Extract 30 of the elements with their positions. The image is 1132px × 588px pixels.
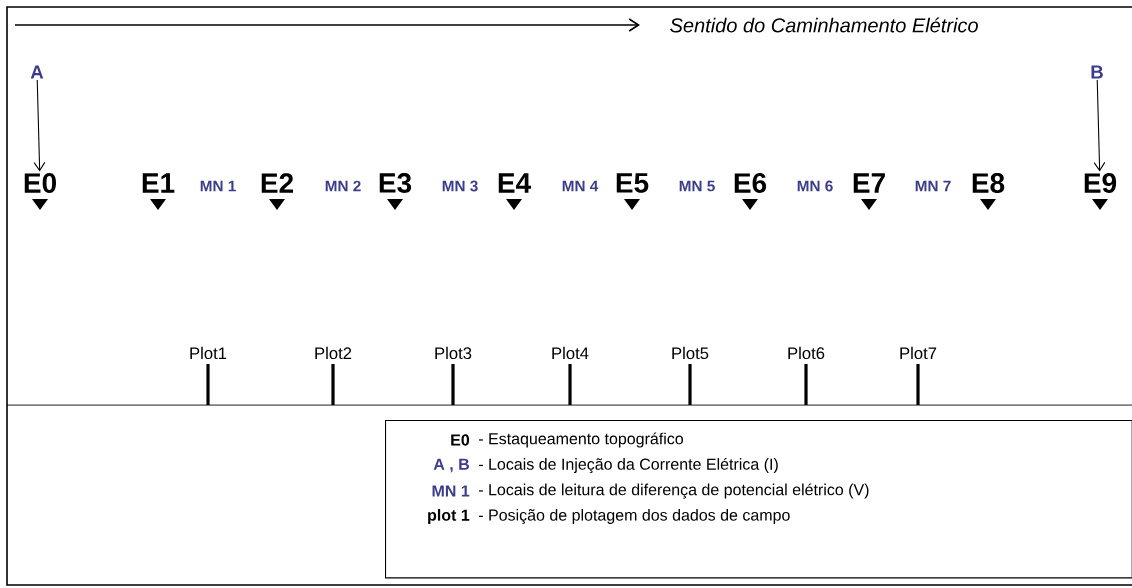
- electrode-pair-label: MN 5: [679, 180, 715, 192]
- electrode-pair-label: MN 7: [915, 180, 951, 192]
- electrode-pair-label: MN 2: [325, 180, 361, 192]
- station-label: E2: [261, 173, 293, 193]
- electrode-pair-label: MN 1: [200, 180, 236, 192]
- station-label: E3: [379, 173, 412, 193]
- plot-label: Plot7: [900, 346, 937, 360]
- plot-label: Plot1: [190, 346, 227, 360]
- legend-box: E0 - Estaqueamento topográfico A , B - Locais de Injeção da Corrente Elétrica (I) MN 1 - Locais de leitura de diferença de potencial elétrico (V) plot 1 - Posição de plotagem dos dados de campo: [385, 420, 1132, 579]
- station-label: E7: [853, 173, 885, 193]
- electrode-pair-label: MN 3: [442, 180, 478, 192]
- station-label: E4: [498, 173, 531, 193]
- plot-label: Plot5: [672, 346, 709, 360]
- electrode-label: B: [1091, 65, 1103, 79]
- plot-label: Plot4: [552, 346, 589, 360]
- electrode-pair-label: MN 4: [562, 180, 599, 192]
- electrode-label: A: [30, 65, 44, 79]
- arrow: [33, 79, 46, 172]
- station-label: E1: [142, 173, 175, 193]
- station-label: E5: [616, 173, 649, 193]
- direction-label: Sentido do Caminhamento Elétrico: [670, 17, 978, 33]
- plot-label: Plot2: [315, 346, 352, 360]
- station-label: E6: [734, 173, 767, 193]
- plot-label: Plot3: [435, 346, 472, 360]
- station-label: E9: [1084, 173, 1117, 193]
- arrow: [1093, 79, 1106, 172]
- plot-label: Plot6: [788, 346, 825, 360]
- station-label: E8: [972, 173, 1005, 193]
- electrode-pair-label: MN 6: [797, 180, 833, 192]
- station-label: E0: [24, 173, 56, 193]
